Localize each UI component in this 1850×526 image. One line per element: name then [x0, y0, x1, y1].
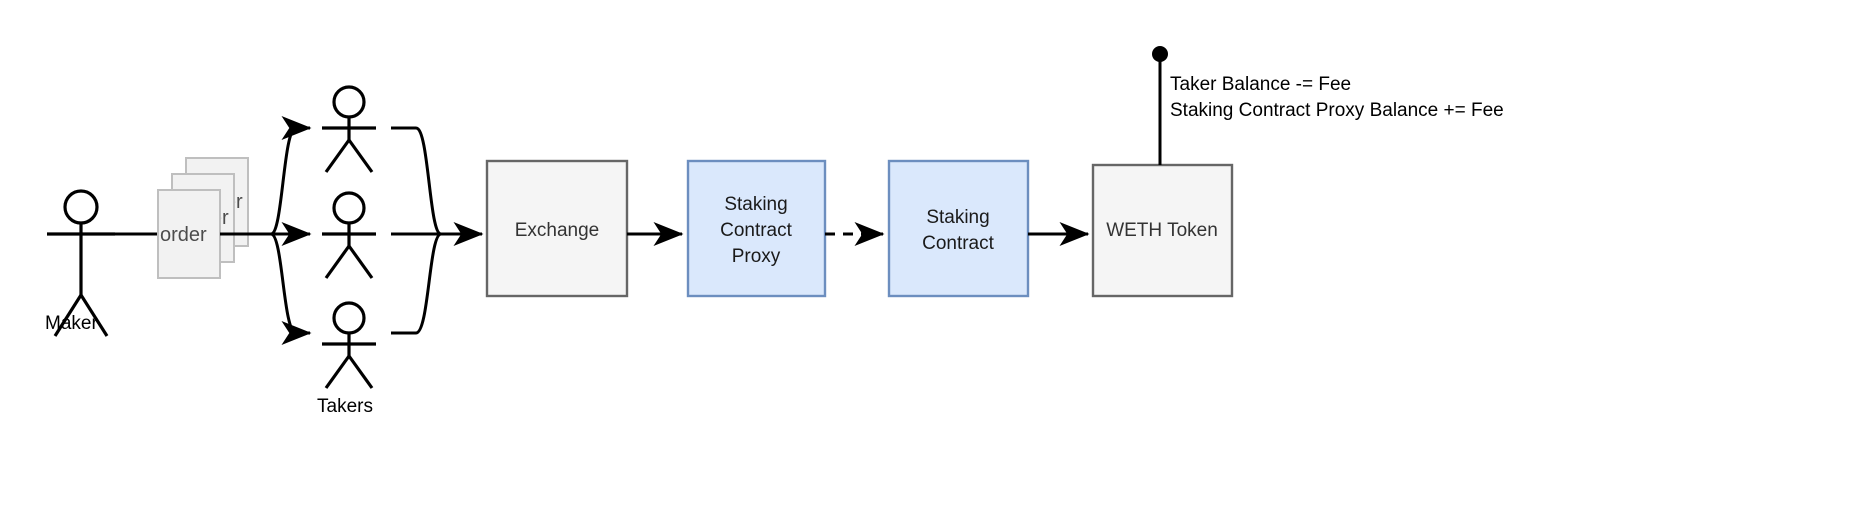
node-weth-token[interactable]: WETH Token	[1091, 163, 1234, 298]
annotation-line-2: Staking Contract Proxy Balance += Fee	[1170, 100, 1504, 121]
staking-contract-line-1: Staking	[926, 207, 989, 228]
edge-orders-to-taker-top	[269, 116, 312, 236]
actor-taker-bottom: Takers	[317, 301, 376, 417]
edge-orders-to-taker-bottom	[270, 232, 312, 345]
takers-label: Takers	[317, 396, 373, 417]
weth-token-box[interactable]	[1091, 163, 1234, 298]
staking-contract-proxy-line-3: Proxy	[732, 246, 781, 267]
edge-group-orders-to-takers	[220, 116, 312, 345]
taker-top-leg-right	[347, 139, 374, 173]
taker-middle-leg-right	[347, 245, 374, 279]
actor-taker-top	[322, 85, 376, 173]
staking-contract-box[interactable]	[887, 159, 1030, 298]
annotation-line-1: Taker Balance -= Fee	[1170, 74, 1351, 95]
order-card-front-label: order	[160, 224, 207, 246]
edge-taker-bottom-to-merge	[391, 232, 442, 335]
edge-taker-top-to-merge	[391, 126, 443, 236]
maker-leg-right	[79, 294, 109, 337]
order-card-front	[157, 189, 221, 279]
annotation-dot-icon	[1152, 46, 1168, 62]
node-staking-contract[interactable]: Staking Contract	[887, 159, 1030, 298]
staking-contract-proxy-line-2: Contract	[720, 220, 793, 241]
staking-contract-proxy-box[interactable]	[686, 159, 827, 298]
actor-maker: Maker	[45, 189, 115, 337]
taker-middle-head-icon	[332, 191, 366, 225]
maker-label: Maker	[45, 313, 98, 334]
taker-bottom-leg-left	[324, 355, 351, 389]
taker-middle-leg-left	[324, 245, 351, 279]
actor-taker-middle	[322, 191, 376, 279]
order-card-stack: order order order	[157, 157, 249, 279]
taker-top-leg-left	[324, 139, 351, 173]
node-exchange[interactable]: Exchange	[485, 159, 629, 298]
taker-bottom-head-icon	[332, 301, 366, 335]
staking-contract-proxy-line-1: Staking	[724, 194, 787, 215]
edge-group-takers-to-exchange	[391, 126, 484, 335]
annotation-weth-balance-note: Taker Balance -= Fee Staking Contract Pr…	[1152, 46, 1504, 165]
staking-contract-line-2: Contract	[922, 233, 995, 254]
maker-head-icon	[63, 189, 99, 225]
exchange-label: Exchange	[515, 220, 600, 241]
taker-top-head-icon	[332, 85, 366, 119]
exchange-box[interactable]	[485, 159, 629, 298]
node-staking-contract-proxy[interactable]: Staking Contract Proxy	[686, 159, 827, 298]
weth-token-label: WETH Token	[1106, 220, 1218, 241]
maker-leg-left	[53, 294, 83, 337]
taker-bottom-leg-right	[347, 355, 374, 389]
